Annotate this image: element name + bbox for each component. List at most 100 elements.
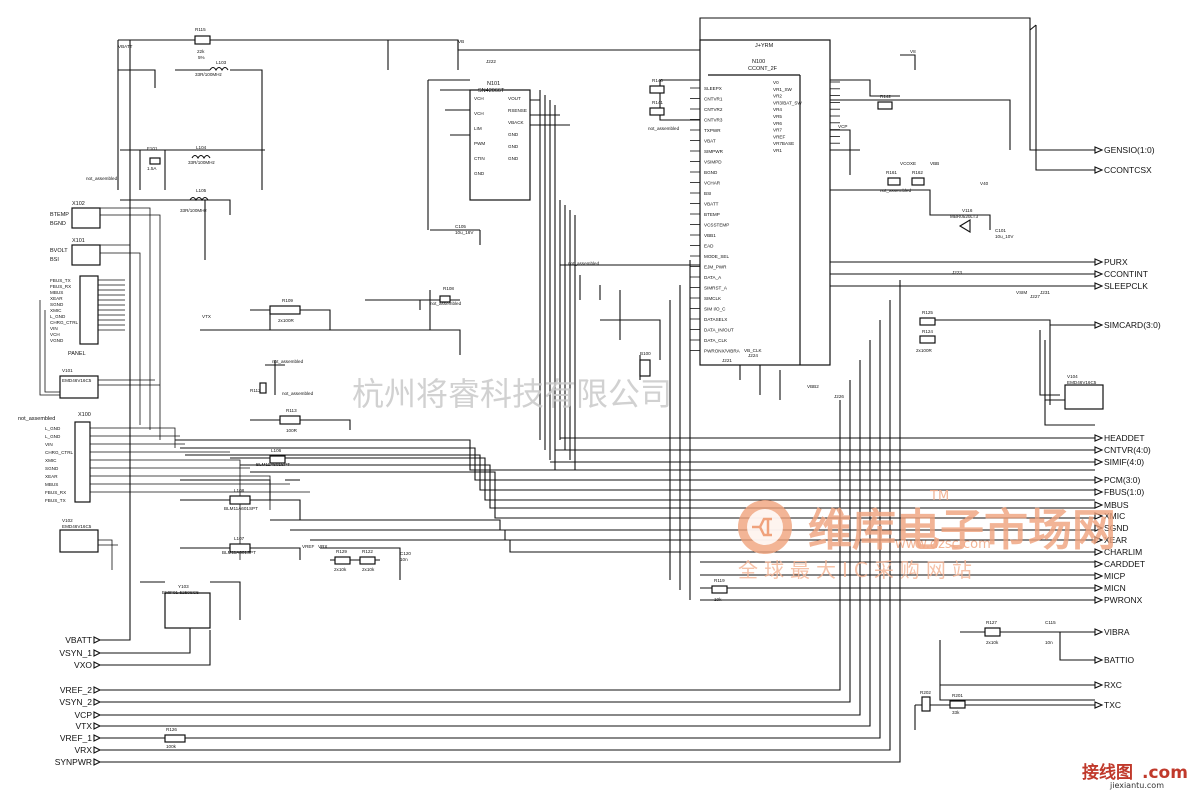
n101-pin: GND (508, 132, 519, 137)
left-net-label: VSYN_1 (59, 648, 92, 658)
x100-pin: XEAR (45, 474, 58, 479)
supply-tag-vtx: VTX (202, 314, 211, 319)
r122-ref: R122 (362, 549, 373, 554)
n101-pin: GND (508, 144, 519, 149)
panel-label: PANEL (68, 351, 86, 357)
left-net-vref_2: VREF_2 (60, 685, 102, 695)
panel-pin: MBUS (50, 290, 63, 295)
r129-val: 2x10k (334, 567, 347, 572)
right-net-label: CCONTCSX (1104, 165, 1152, 175)
right-net-cntvr-4-0-: CNTVR(4:0) (1094, 445, 1151, 455)
n100-pin-left: SIMPWR (704, 149, 724, 154)
connector-x101: X101 BVOLT BSI (50, 238, 101, 266)
n101-pin: CTIN (474, 156, 485, 161)
r109-val: 2x100R (278, 318, 295, 323)
c101-ref: C101 (995, 228, 1006, 233)
panel-pin: VCH (50, 332, 60, 337)
l104-ref: L104 (196, 145, 207, 150)
n100-part: CCONT_2F (748, 66, 778, 72)
c115-ref: C115 (1045, 620, 1056, 625)
supply-tag-v40: V40 (980, 181, 989, 186)
right-net-sleepclk: SLEEPCLK (1094, 281, 1148, 291)
l103-val: 33R/100MHz (195, 72, 223, 77)
x100-pin: L_GND (45, 426, 61, 431)
right-net-micp: MICP (1094, 571, 1126, 581)
v104-val: EMD46V16C5 (1067, 380, 1097, 385)
n100-pin-right: VR1 (773, 148, 782, 153)
r108-val: not_assembled (430, 301, 462, 306)
right-net-label: GENSIO(1:0) (1104, 145, 1155, 155)
junction-j231: J231 (1040, 290, 1050, 295)
r119-val: 10k (714, 597, 722, 602)
supply-tags: VBATT VB V8 VREF VCOXE VBB V40 VSIM VBB2… (118, 39, 1050, 549)
right-net-label: TXC (1104, 700, 1121, 710)
y103-val: EMIF01-5250SC5 (162, 590, 199, 595)
supply-tag-v8: V8 (910, 49, 916, 54)
l108-ref: L108 (234, 488, 245, 493)
left-net-vcp: VCP (75, 710, 102, 720)
connector-x100: not_assembled X100 L_GNDL_GNDVINCHRG_CTR… (18, 412, 91, 503)
right-net-label: SIMCARD(3:0) (1104, 320, 1161, 330)
right-net-label: RXC (1104, 680, 1122, 690)
supply-tag-vb: VB (458, 39, 464, 44)
right-net-mbus: MBUS (1094, 500, 1129, 510)
left-net-label: VBATT (65, 635, 92, 645)
x100-pin: VIN (45, 442, 53, 447)
right-net-label: SLEEPCLK (1104, 281, 1148, 291)
left-net-label: SYNPWR (55, 757, 92, 767)
r161-ref: R161 (886, 170, 897, 175)
junction-j221: J221 (722, 358, 732, 363)
panel-pin: L_GND (50, 314, 66, 319)
panel-pin: VIN (50, 326, 58, 331)
x100-pin: FBUS_RX (45, 490, 66, 495)
n100-pin-right: VR3/BAT_SW (773, 100, 802, 105)
r201-val: 33k (952, 710, 960, 715)
jiexiantu-logo-url: jiexiantu.com (1109, 781, 1164, 790)
junction-j227: J227 (1030, 294, 1040, 299)
panel-pin: CHRG_CTRL (50, 320, 79, 325)
right-net-micn: MICN (1094, 583, 1126, 593)
right-net-label: PCM(3:0) (1104, 475, 1141, 485)
n101-pin: PWM (474, 141, 485, 146)
n101-pin: VBACK (508, 120, 525, 125)
left-net-vsyn_2: VSYN_2 (59, 697, 102, 707)
l104-val: 33R/100MHz (188, 160, 216, 165)
n101-part: SN42066T (478, 88, 505, 94)
watermark-site-url: www.dzsc.com (895, 537, 991, 552)
y103-ref: Y103 (178, 584, 189, 589)
right-net-label: MBUS (1104, 500, 1129, 510)
r119-ref: R119 (714, 578, 725, 583)
n100-pin-left: BSI (704, 191, 711, 196)
right-net-pcm-3-0-: PCM(3:0) (1094, 475, 1141, 485)
n100-pin-right: VR1_SW (773, 87, 793, 92)
x101-pin-1: BVOLT (50, 248, 68, 254)
r127-val: 2x10k (986, 640, 999, 645)
left-net-vbatt: VBATT (65, 635, 102, 645)
ic-n100-ccont: J+YRM N100 CCONT_2F SLEEPXCNTVR1CNTVR2CN… (690, 39, 840, 366)
n101-pin: RSENSE (508, 108, 527, 113)
right-net-simif-4-0-: SIMIF(4:0) (1094, 457, 1144, 467)
n100-pin-left: SLEEPX (704, 86, 722, 91)
right-net-labels: GENSIO(1:0)CCONTCSXPURXCCONTINTSLEEPCLKS… (1094, 145, 1161, 710)
supply-tag-vbb2: VBB2 (807, 384, 819, 389)
x100-pin: XMIC (45, 458, 57, 463)
x100-ref: X100 (78, 412, 91, 418)
left-net-vsyn_1: VSYN_1 (59, 648, 102, 658)
diode-array-v101: V101 EMD46V16C5 (59, 368, 99, 399)
left-net-label: VREF_1 (60, 733, 92, 743)
right-net-xmic: XMIC (1094, 511, 1125, 521)
left-net-vxo: VXO (74, 660, 102, 670)
n100-pin-left: PWRONX/VIBRA (704, 349, 741, 354)
watermark-site-cn: 维库电子市场网 (808, 505, 1116, 556)
c115-val: 10n (1045, 640, 1053, 645)
left-net-vrx: VRX (75, 745, 102, 755)
right-net-simcard-3-0-: SIMCARD(3:0) (1094, 320, 1161, 330)
n100-pin-left: CNTVR1 (704, 97, 723, 102)
right-net-xear: XEAR (1094, 535, 1127, 545)
x100-pin: CHRG_CTRL (45, 450, 74, 455)
supply-tag-vsim: VSIM (1016, 290, 1027, 295)
x100-na: not_assembled (18, 416, 55, 422)
r126-val: 100k (166, 744, 177, 749)
supply-tag-vbclk: VB_CLK (744, 348, 763, 353)
n101-pin: VCH (474, 111, 484, 116)
